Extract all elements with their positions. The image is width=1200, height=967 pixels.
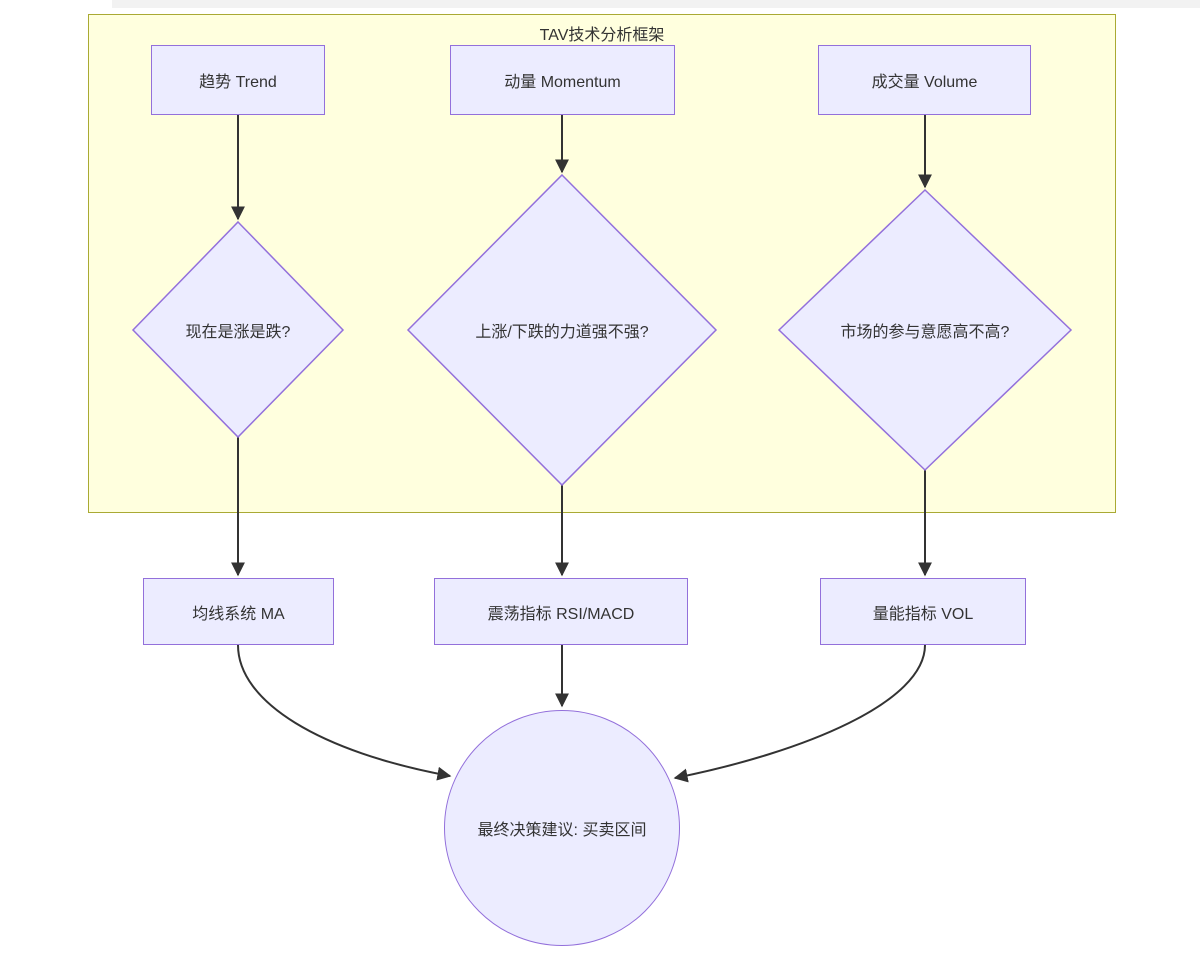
node-volume-label: 成交量 Volume bbox=[871, 74, 978, 91]
node-oscillator-label: 震荡指标 RSI/MACD bbox=[487, 605, 635, 623]
node-oscillator: 震荡指标 RSI/MACD bbox=[434, 578, 688, 645]
edge-vol-to-decision bbox=[673, 644, 926, 783]
cluster-title: TAV技术分析框架 bbox=[539, 27, 665, 44]
node-decision: 最终决策建议: 买卖区间 bbox=[444, 710, 680, 946]
diamond-volume-question bbox=[777, 188, 1073, 472]
diamond-momentum-question-label: 上涨/下跌的力道强不强? bbox=[475, 324, 649, 341]
diamond-volume-question-label: 市场的参与意愿高不高? bbox=[840, 324, 1010, 341]
diamond-trend-question bbox=[131, 220, 345, 439]
node-volume: 成交量 Volume bbox=[818, 45, 1031, 115]
node-trend-label: 趋势 Trend bbox=[199, 74, 277, 91]
node-trend: 趋势 Trend bbox=[151, 45, 325, 115]
page-top-edge bbox=[112, 0, 1200, 8]
node-ma-label: 均线系统 MA bbox=[192, 605, 285, 623]
diamond-trend-question-label: 现在是涨是跌? bbox=[185, 324, 291, 341]
node-ma: 均线系统 MA bbox=[143, 578, 334, 645]
node-vol: 量能指标 VOL bbox=[820, 578, 1026, 645]
node-momentum-label: 动量 Momentum bbox=[504, 74, 621, 91]
edge-ma-to-decision bbox=[237, 644, 452, 781]
node-vol-label: 量能指标 VOL bbox=[872, 605, 974, 623]
node-momentum: 动量 Momentum bbox=[450, 45, 675, 115]
node-decision-label: 最终决策建议: 买卖区间 bbox=[477, 822, 647, 839]
diamond-momentum-question bbox=[406, 173, 718, 487]
